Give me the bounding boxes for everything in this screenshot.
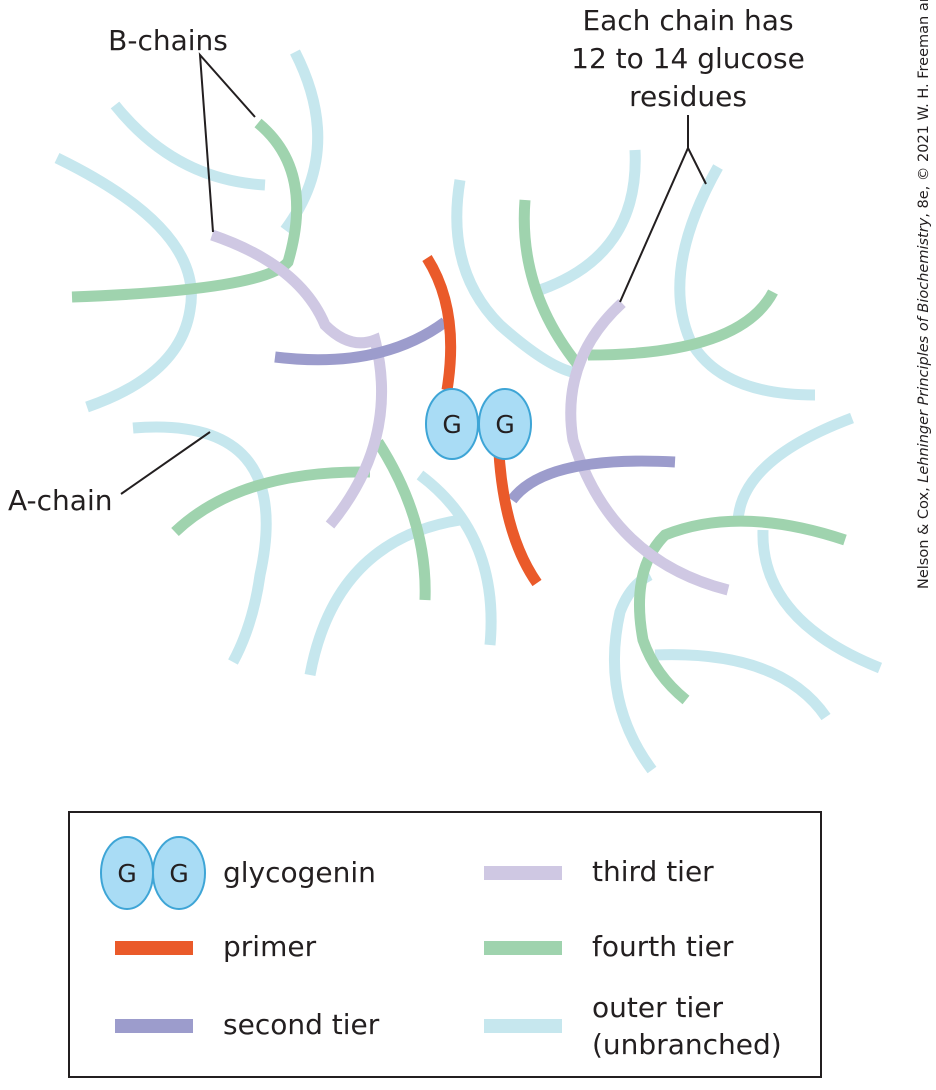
legend-glycogenin-subunit xyxy=(152,836,206,910)
outer-chain xyxy=(674,164,816,401)
a-chain-callout xyxy=(120,431,211,495)
third-tier-chains xyxy=(210,229,730,596)
legend-glycogenin-label: glycogenin xyxy=(223,856,376,889)
legend: G G glycogenin primer second tier third … xyxy=(68,811,822,1078)
credit-book-title: Lehninger Principles of Biochemistry xyxy=(916,217,932,482)
outer-chain xyxy=(451,179,574,378)
each-chain-label-line1: Each chain has xyxy=(582,4,793,37)
legend-third-tier-swatch xyxy=(484,866,562,880)
outer-chain xyxy=(132,421,272,665)
fourth-tier-chain xyxy=(587,289,778,361)
legend-fourth-tier-swatch xyxy=(484,941,562,955)
glycogen-chains xyxy=(54,49,883,774)
fourth-tier-chain xyxy=(518,199,583,369)
outer-chain xyxy=(757,529,883,674)
outer-chain xyxy=(654,649,831,721)
second-tier-chains xyxy=(274,317,676,504)
legend-outer-tier-swatch xyxy=(484,1019,562,1033)
b-chains-label: B-chains xyxy=(108,24,228,57)
fourth-tier-chain xyxy=(633,515,847,705)
credit-authors: Nelson & Cox, xyxy=(916,483,932,589)
outer-chain xyxy=(608,570,657,774)
fourth-tier-chain xyxy=(171,466,371,536)
legend-third-tier-label: third tier xyxy=(592,855,714,888)
fourth-tier-chain xyxy=(373,439,431,601)
second-tier-chain xyxy=(274,317,449,366)
each-chain-label-line3: residues xyxy=(629,80,747,113)
outer-chain xyxy=(416,470,497,646)
credit-edition-publisher: , 8e, © 2021 W. H. Freeman and Company xyxy=(916,0,932,218)
legend-fourth-tier-label: fourth tier xyxy=(592,930,734,963)
outer-chain xyxy=(304,514,461,677)
legend-primer-label: primer xyxy=(223,930,317,963)
each-chain-callout-branch xyxy=(619,145,707,303)
legend-primer-swatch xyxy=(115,941,193,955)
outer-chain xyxy=(732,412,854,523)
glycogenin-letter: G xyxy=(442,410,461,439)
third-tier-chain xyxy=(210,229,388,529)
b-chains-callout xyxy=(198,52,256,233)
glycogenin-letter: G xyxy=(495,410,514,439)
copyright-credit: Nelson & Cox, Lehninger Principles of Bi… xyxy=(916,0,932,589)
outer-chain xyxy=(110,101,266,191)
callout-lines xyxy=(120,52,707,495)
legend-outer-tier-label-line1: outer tier xyxy=(592,991,723,1024)
glycogenin-dimer: G G xyxy=(425,388,532,460)
a-chain-label: A-chain xyxy=(8,484,112,517)
legend-glycogenin-letter: G xyxy=(169,859,188,888)
outer-chain xyxy=(538,149,641,296)
legend-second-tier-swatch xyxy=(115,1019,193,1033)
glycogenin-subunit xyxy=(478,388,532,460)
legend-outer-tier-label-line2: (unbranched) xyxy=(592,1028,782,1061)
fourth-tier-chain xyxy=(71,118,303,303)
outer-chain xyxy=(54,153,197,413)
legend-box xyxy=(68,811,822,1078)
primer-chain xyxy=(422,255,457,391)
each-chain-label-line2: 12 to 14 glucose xyxy=(571,42,805,75)
fourth-tier-chains xyxy=(71,118,847,705)
legend-glycogenin-letter: G xyxy=(117,859,136,888)
legend-second-tier-label: second tier xyxy=(223,1008,380,1041)
second-tier-chain xyxy=(507,455,676,504)
third-tier-chain xyxy=(565,298,730,596)
